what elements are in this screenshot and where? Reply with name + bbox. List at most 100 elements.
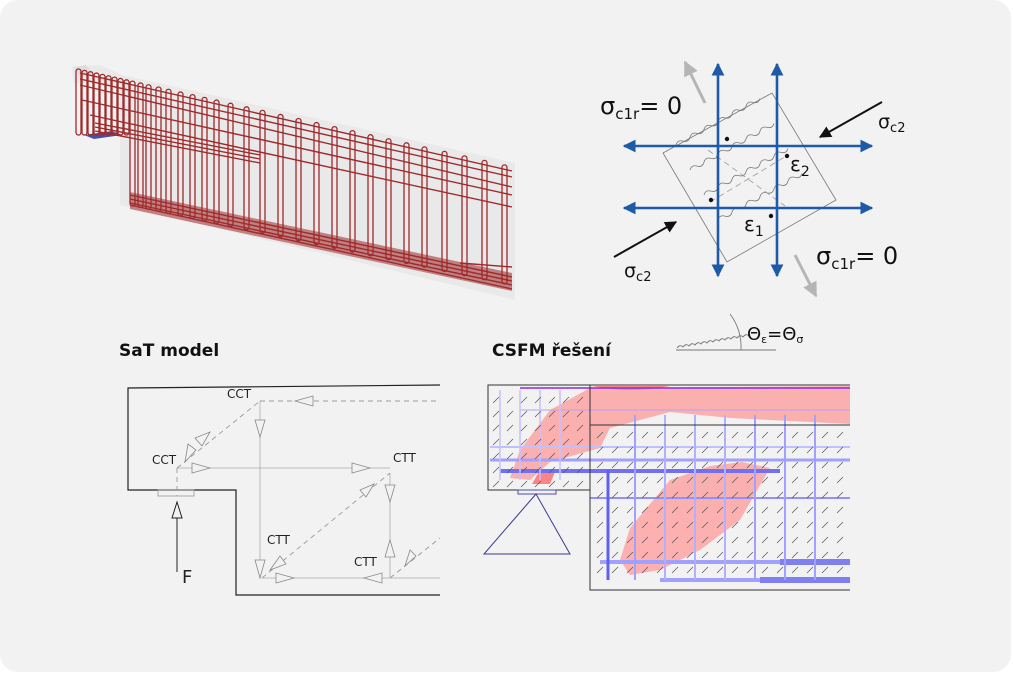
load-f-arrow [171, 500, 183, 572]
direction-tick [520, 466, 528, 474]
direction-tick [716, 461, 724, 469]
direction-tick [611, 491, 619, 499]
direction-tick [506, 396, 514, 404]
stirrup [421, 146, 428, 268]
direction-tick [791, 521, 799, 529]
direction-tick [731, 566, 739, 574]
direction-tick [548, 438, 556, 446]
sigma-c2-arrow-right [818, 101, 883, 138]
direction-tick [776, 551, 784, 559]
direction-tick [596, 551, 604, 559]
direction-tick [821, 566, 829, 574]
direction-tick [596, 521, 604, 529]
sigma-c1r-arrow-bottom [793, 254, 818, 298]
node-label-ctt-right: CTT [393, 451, 416, 465]
direction-tick [641, 521, 649, 529]
direction-tick [761, 551, 769, 559]
tension-ties [490, 387, 850, 583]
direction-tick [701, 446, 709, 454]
stirrup [177, 91, 184, 217]
direction-tick [548, 466, 556, 474]
direction-tick [686, 446, 694, 454]
direction-tick [836, 521, 844, 529]
node-label-cct-top: CCT [227, 387, 252, 401]
direction-tick [641, 461, 649, 469]
direction-tick [611, 506, 619, 514]
direction-tick [576, 438, 584, 446]
direction-tick [761, 521, 769, 529]
stirrup [227, 102, 234, 228]
direction-tick [686, 566, 694, 574]
direction-tick [641, 446, 649, 454]
direction-tick [548, 480, 556, 488]
direction-tick [520, 438, 528, 446]
direction-tick [671, 431, 679, 439]
epsilon-1-label: ε1 [744, 212, 764, 240]
direction-tick [611, 551, 619, 559]
direction-tick [806, 476, 814, 484]
direction-tick [492, 438, 500, 446]
direction-tick [746, 521, 754, 529]
direction-tick [656, 491, 664, 499]
csfm-result-diagram [482, 384, 850, 591]
direction-tick [746, 446, 754, 454]
direction-tick [626, 431, 634, 439]
direction-tick [716, 446, 724, 454]
direction-tick [791, 506, 799, 514]
csfm-heading: CSFM řešení [492, 341, 611, 361]
direction-tick [731, 431, 739, 439]
direction-tick [626, 566, 634, 574]
direction-tick [596, 461, 604, 469]
direction-tick [746, 476, 754, 484]
direction-tick [731, 506, 739, 514]
stress-element-diagram: σc1r= 0 σc1r= 0 σc2 σc2 ε2 ε1 Θε=Θσ [600, 60, 905, 351]
direction-tick [656, 476, 664, 484]
direction-tick [806, 431, 814, 439]
direction-tick [611, 446, 619, 454]
stirrup [123, 79, 130, 136]
stirrup [441, 150, 448, 273]
direction-tick [506, 480, 514, 488]
direction-tick [716, 476, 724, 484]
direction-tick [836, 566, 844, 574]
direction-tick [671, 536, 679, 544]
direction-tick [806, 446, 814, 454]
stirrup [81, 69, 88, 136]
direction-tick [806, 491, 814, 499]
direction-tick [596, 536, 604, 544]
direction-tick [534, 410, 542, 418]
direction-tick [520, 396, 528, 404]
direction-tick [611, 461, 619, 469]
direction-tick [562, 438, 570, 446]
direction-tick [701, 506, 709, 514]
stirrup [165, 88, 172, 215]
stirrup [111, 76, 118, 136]
concrete-element [662, 92, 837, 263]
direction-tick [656, 446, 664, 454]
epsilon-2-label: ε2 [790, 152, 810, 180]
direction-tick [671, 506, 679, 514]
direction-tick [656, 461, 664, 469]
direction-tick [534, 480, 542, 488]
node-label-ctt-bottom-right: CTT [354, 555, 377, 569]
support-triangle [482, 493, 571, 555]
direction-tick [776, 566, 784, 574]
node-label-ctt-bottom-left: CTT [267, 533, 290, 547]
direction-tick [731, 461, 739, 469]
direction-tick [492, 410, 500, 418]
direction-tick [746, 566, 754, 574]
stirrup [403, 142, 410, 265]
direction-tick [731, 521, 739, 529]
direction-tick [776, 506, 784, 514]
direction-tick [776, 476, 784, 484]
stirrup [385, 138, 392, 261]
direction-tick [686, 536, 694, 544]
direction-tick [548, 396, 556, 404]
direction-tick [821, 521, 829, 529]
direction-tick [821, 491, 829, 499]
direction-tick [761, 476, 769, 484]
direction-tick [836, 536, 844, 544]
direction-tick [492, 452, 500, 460]
direction-tick [836, 446, 844, 454]
direction-tick [596, 446, 604, 454]
